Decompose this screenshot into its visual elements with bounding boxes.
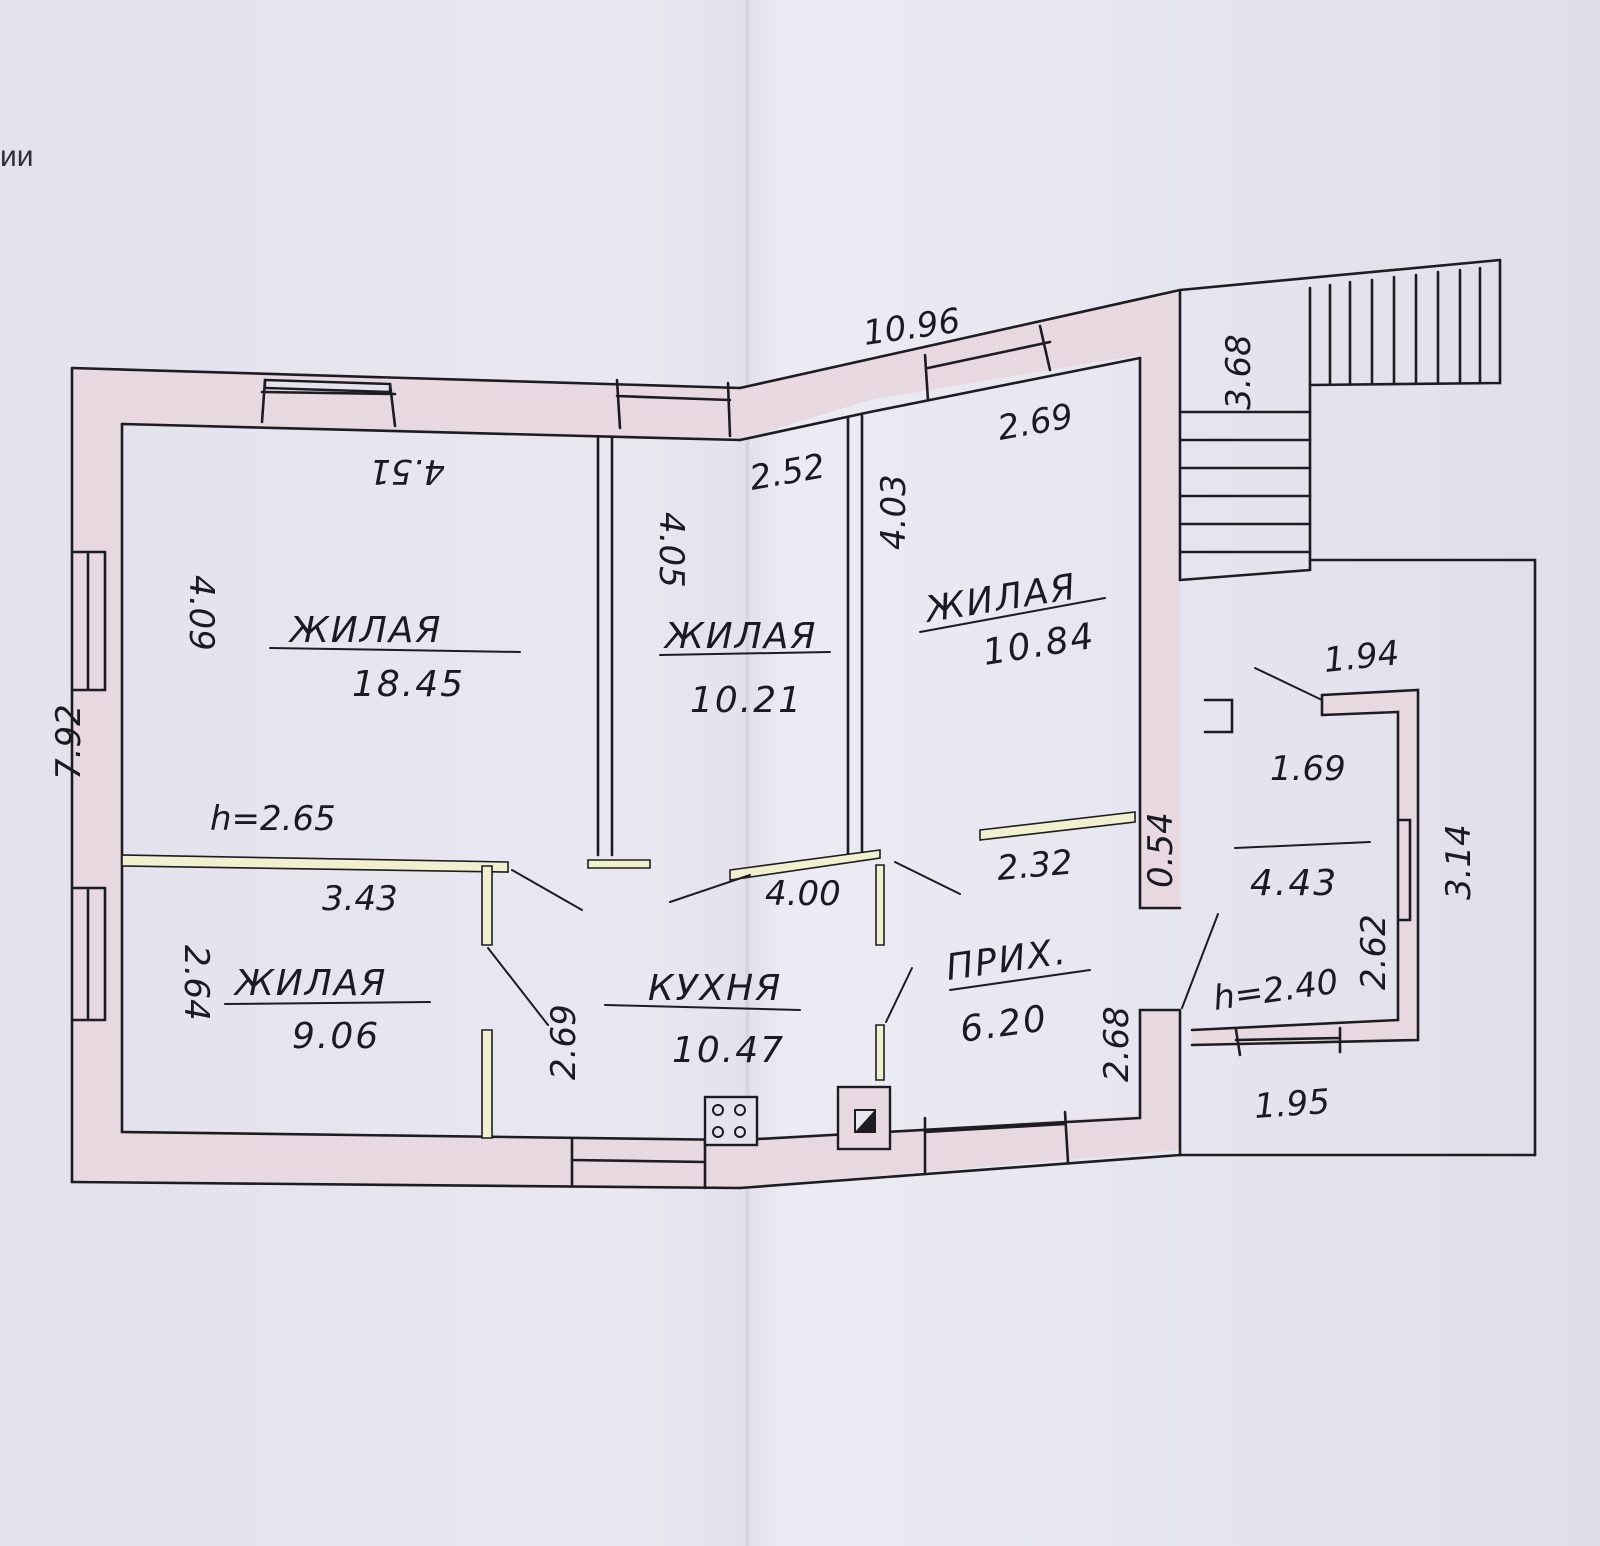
- labels: 10.96 7.92 3.68 4.51 4.09 4.05 2.52 4.03…: [49, 301, 1479, 1127]
- chimney-icon: [836, 1085, 892, 1151]
- dim-annex-inner: 1.69: [1270, 749, 1346, 789]
- room-living-2-area: 10.21: [690, 680, 803, 721]
- room-kitchen-name: КУХНЯ: [648, 968, 782, 1009]
- room-living-2-name: ЖИЛАЯ: [663, 616, 817, 657]
- dim-kitchen-height: 2.69: [544, 1004, 584, 1080]
- room-living-4-area: 9.06: [292, 1016, 380, 1057]
- room-living-1-name: ЖИЛАЯ: [288, 610, 442, 651]
- dim-hall-width: 2.32: [995, 843, 1074, 889]
- room-living-1-area: 18.45: [352, 664, 465, 705]
- paper-fold: [745, 0, 751, 1546]
- dim-r3-height: 4.03: [874, 474, 914, 550]
- dim-annex-height: 2.62: [1354, 914, 1394, 990]
- dim-r1-width: 4.51: [369, 451, 445, 491]
- windows: [70, 324, 1412, 1190]
- room-kitchen-area: 10.47: [672, 1030, 785, 1071]
- room-hallway-area: 6.20: [958, 998, 1051, 1051]
- dim-r2-width: 2.52: [747, 446, 828, 499]
- room-living-4-name: ЖИЛАЯ: [233, 963, 387, 1004]
- door-swings: [487, 667, 1323, 1026]
- dim-annex-bottom: 1.95: [1253, 1082, 1331, 1127]
- dim-annex-outer: 3.14: [1439, 824, 1479, 900]
- dim-overall-left: 7.92: [49, 704, 89, 780]
- room-annex-area: 4.43: [1250, 863, 1338, 904]
- room-hallway-name: ПРИХ.: [944, 931, 1070, 989]
- label-underlines: [224, 597, 1371, 1011]
- dim-closet: 0.54: [1141, 812, 1181, 888]
- partitions: [121, 811, 1136, 1139]
- stairs: [1178, 266, 1482, 554]
- stove-icon: [703, 1095, 759, 1147]
- dim-r4-width: 3.43: [322, 879, 398, 919]
- dim-hall-height: 2.68: [1097, 1006, 1137, 1082]
- dim-r3-width: 2.69: [995, 396, 1076, 449]
- room-living-3-area: 10.84: [980, 616, 1098, 674]
- height-main: h=2.65: [210, 799, 336, 839]
- dim-stairs: 3.68: [1219, 334, 1259, 410]
- header-fragment-text: ии: [0, 140, 34, 173]
- dim-annex-top: 1.94: [1322, 633, 1401, 681]
- dim-r4-height: 2.64: [176, 945, 216, 1021]
- wall-lines: [70, 258, 1537, 1190]
- height-annex: h=2.40: [1211, 962, 1341, 1019]
- dim-r2-height: 4.05: [651, 512, 691, 588]
- dim-kitchen-width: 4.00: [765, 874, 841, 914]
- dim-r1-height: 4.09: [181, 575, 221, 651]
